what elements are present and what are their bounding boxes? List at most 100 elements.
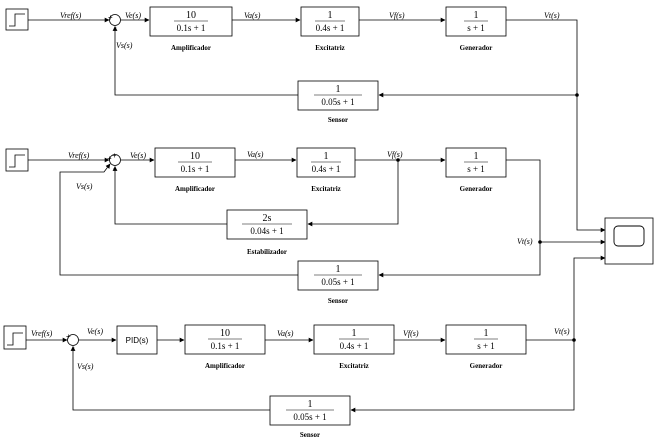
estabilizador-label: Estabilizador bbox=[247, 248, 287, 256]
signal-label: Vs(s) bbox=[76, 182, 93, 191]
sensor-block-1[interactable] bbox=[297, 80, 379, 111]
minus-sign: - bbox=[114, 23, 117, 32]
sum-junction-1[interactable] bbox=[109, 14, 121, 26]
tf-numerator: 10 bbox=[190, 151, 200, 162]
tf-denominator: 0.4s + 1 bbox=[340, 341, 369, 351]
tf-numerator: 1 bbox=[352, 328, 357, 339]
wire-vt-feedback bbox=[378, 159, 541, 278]
generador-label: Generador bbox=[470, 362, 503, 370]
generador-block-1[interactable] bbox=[445, 6, 507, 37]
step-icon bbox=[9, 154, 25, 168]
signal-label: Vref(s) bbox=[68, 151, 90, 160]
estabilizador-block[interactable] bbox=[226, 209, 308, 240]
signal-label: Vt(s) bbox=[554, 327, 570, 336]
signal-label: Vf(s) bbox=[389, 11, 405, 20]
amplificador-label: Amplificador bbox=[205, 362, 245, 370]
amplificador-block-1[interactable] bbox=[149, 6, 233, 37]
wire-vs bbox=[112, 26, 298, 96]
signal-label: Vf(s) bbox=[403, 329, 419, 338]
excitatriz-label: Excitatriz bbox=[311, 185, 341, 193]
step-source-1[interactable] bbox=[5, 8, 29, 31]
pid-block[interactable] bbox=[116, 325, 158, 355]
wire-estabilizador-out bbox=[112, 166, 227, 225]
signal-label: Va(s) bbox=[277, 329, 294, 338]
signal-label: Va(s) bbox=[244, 11, 261, 20]
scope-screen-icon bbox=[613, 225, 645, 247]
signal-label: Vs(s) bbox=[116, 41, 133, 50]
amplificador-block-3[interactable] bbox=[184, 324, 266, 355]
amplificador-block-2[interactable] bbox=[154, 147, 236, 178]
sensor-block-2[interactable] bbox=[297, 260, 379, 291]
excitatriz-block-1[interactable] bbox=[300, 6, 360, 37]
excitatriz-label: Excitatriz bbox=[339, 362, 369, 370]
amplificador-label: Amplificador bbox=[175, 185, 215, 193]
sum-junction-3[interactable] bbox=[67, 334, 79, 346]
excitatriz-label: Excitatriz bbox=[315, 44, 345, 52]
sensor-label: Sensor bbox=[328, 116, 348, 124]
tf-denominator: 0.05s + 1 bbox=[293, 412, 326, 422]
tf-numerator: 1 bbox=[484, 328, 489, 339]
tf-numerator: 10 bbox=[186, 10, 196, 21]
step-source-3[interactable] bbox=[3, 325, 27, 350]
plus-sign: + bbox=[112, 151, 117, 160]
tf-numerator: 2s bbox=[263, 213, 272, 224]
tf-denominator: 0.4s + 1 bbox=[316, 23, 345, 33]
sum-junction-2[interactable] bbox=[109, 154, 121, 166]
wire-vt bbox=[506, 19, 578, 95]
tf-numerator: 1 bbox=[336, 264, 341, 275]
tf-denominator: s + 1 bbox=[477, 341, 495, 351]
signal-label: Vf(s) bbox=[387, 150, 403, 159]
tf-denominator: 0.1s + 1 bbox=[211, 341, 240, 351]
signal-label: Vs(s) bbox=[77, 362, 94, 371]
signal-label: Vt(s) bbox=[517, 237, 533, 246]
amplificador-label: Amplificador bbox=[171, 44, 211, 52]
generador-block-2[interactable] bbox=[445, 147, 507, 178]
signal-label: Ve(s) bbox=[125, 11, 141, 20]
tf-numerator: 1 bbox=[324, 151, 329, 162]
signal-label: Vt(s) bbox=[544, 11, 560, 20]
scope[interactable] bbox=[604, 217, 654, 265]
signal-label: Va(s) bbox=[247, 150, 264, 159]
signal-label: Ve(s) bbox=[87, 327, 103, 336]
excitatriz-block-3[interactable] bbox=[313, 324, 395, 355]
generador-label: Generador bbox=[460, 44, 493, 52]
wire-vs bbox=[70, 346, 270, 411]
tf-denominator: 0.05s + 1 bbox=[321, 97, 354, 107]
generador-label: Generador bbox=[460, 185, 493, 193]
minus-sign: - bbox=[113, 164, 116, 173]
tf-denominator: 0.04s + 1 bbox=[250, 226, 283, 236]
step-icon bbox=[9, 13, 25, 27]
wire-vt-to-scope bbox=[576, 95, 606, 233]
wire-vs bbox=[59, 163, 298, 276]
system-2: + + - 10 0.1s + 1 Amplificador 1 0.4s + … bbox=[5, 147, 606, 305]
tf-numerator: 1 bbox=[336, 84, 341, 95]
generador-block-3[interactable] bbox=[445, 324, 527, 355]
signal-label: Vref(s) bbox=[31, 329, 53, 338]
sensor-block-3[interactable] bbox=[269, 395, 351, 426]
tf-numerator: 1 bbox=[474, 151, 479, 162]
tf-denominator: 0.4s + 1 bbox=[312, 164, 341, 174]
tf-numerator: 1 bbox=[474, 10, 479, 21]
wire-feedback bbox=[350, 340, 575, 413]
sensor-label: Sensor bbox=[328, 297, 348, 305]
plus-sign: + bbox=[107, 154, 112, 163]
step-source-2[interactable] bbox=[5, 148, 29, 172]
excitatriz-block-2[interactable] bbox=[296, 147, 356, 178]
system-3: + - PID(s) 10 0.1s + 1 Amplificador 1 0.… bbox=[3, 255, 606, 439]
pid-label: PID(s) bbox=[126, 336, 149, 345]
plus-sign: + bbox=[108, 13, 113, 22]
step-icon bbox=[7, 332, 23, 346]
minus-sign: - bbox=[72, 343, 75, 352]
tf-numerator: 1 bbox=[308, 399, 313, 410]
signal-label: Ve(s) bbox=[130, 151, 146, 160]
tf-denominator: 0.1s + 1 bbox=[177, 23, 206, 33]
tf-denominator: s + 1 bbox=[467, 23, 485, 33]
signal-label: Vref(s) bbox=[60, 11, 82, 20]
sensor-label: Sensor bbox=[300, 431, 320, 439]
plus-sign: + bbox=[66, 332, 71, 341]
tf-denominator: 0.1s + 1 bbox=[181, 164, 210, 174]
wire-vf-to-estabilizador bbox=[307, 160, 399, 227]
system-1: + - 10 0.1s + 1 Amplificador 1 0.4s + 1 … bbox=[5, 6, 606, 233]
wire-vt-to-scope bbox=[573, 255, 606, 340]
